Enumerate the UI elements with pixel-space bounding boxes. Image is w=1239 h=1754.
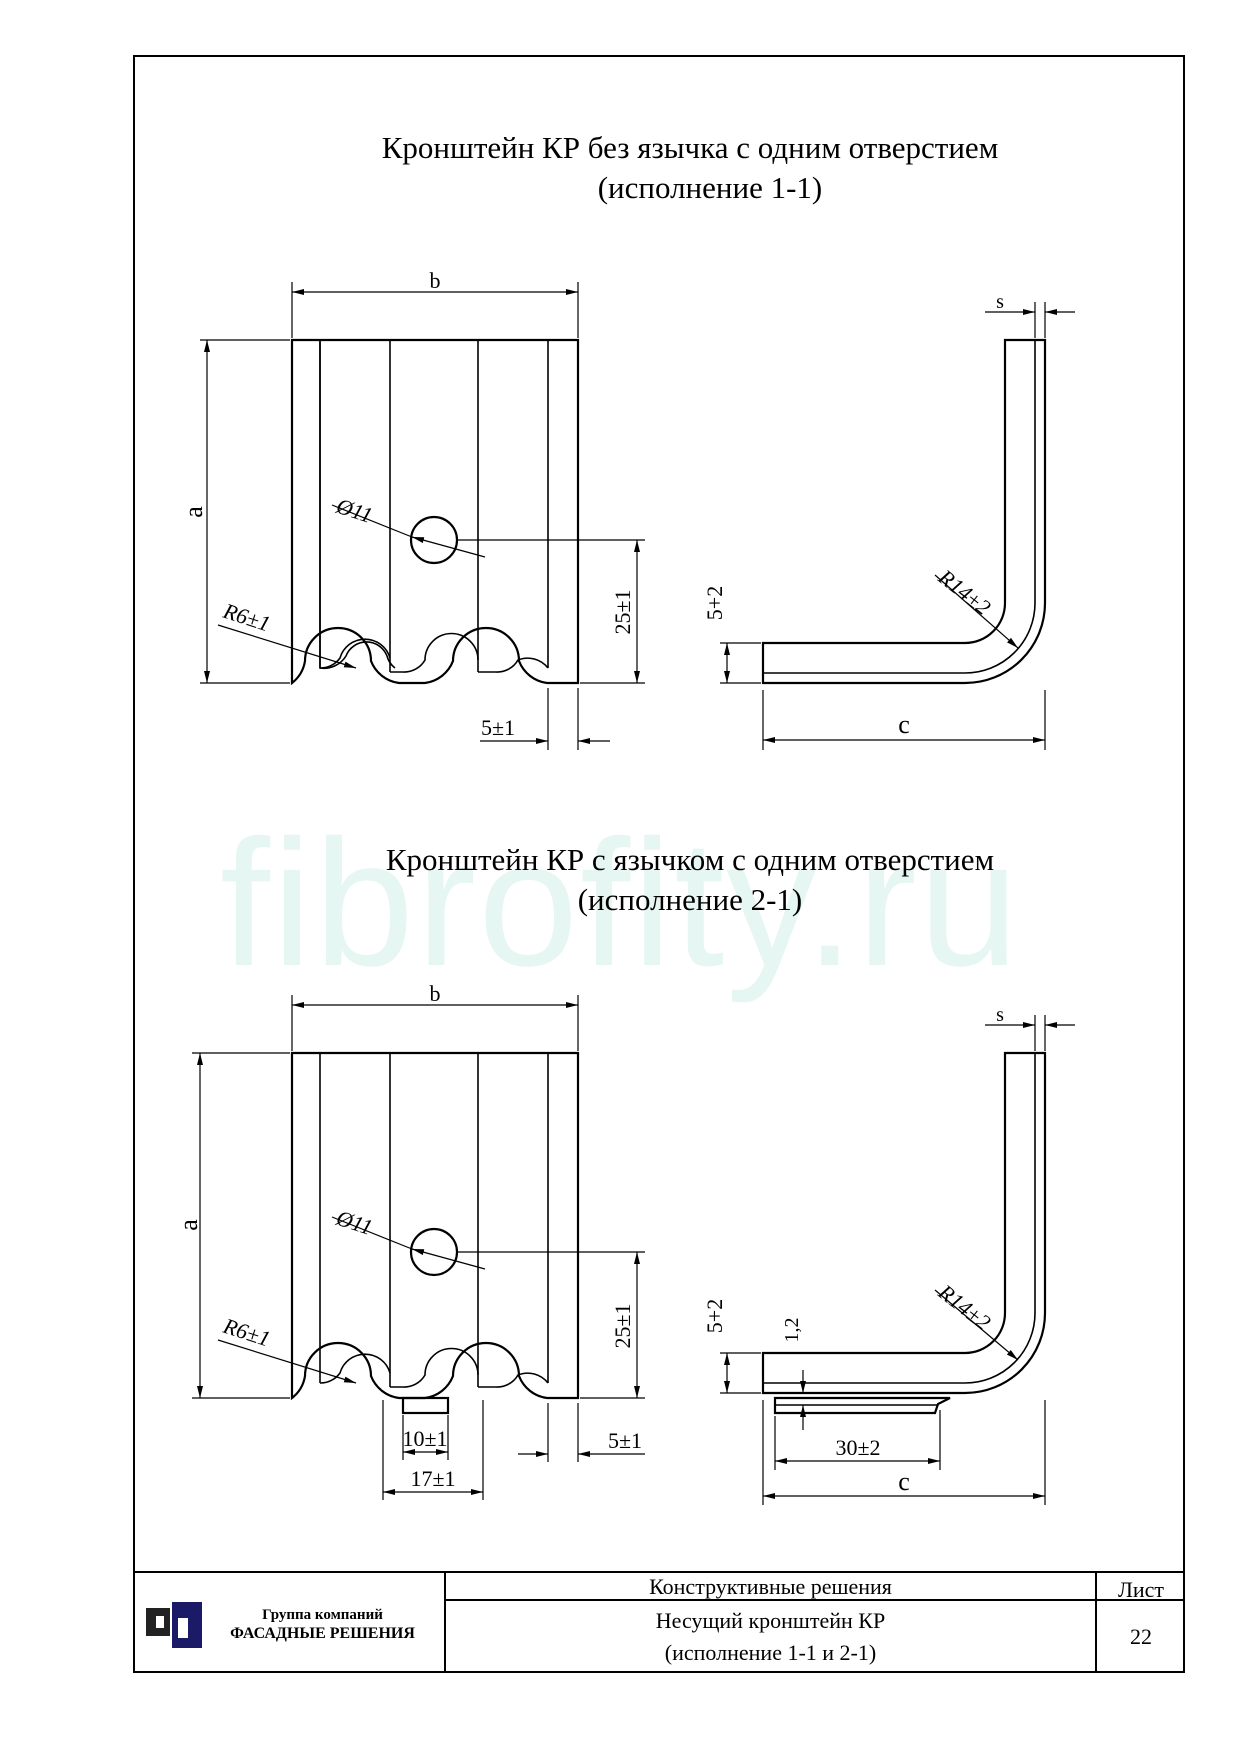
dim-tongue-outer-2: 17±1 [410,1466,455,1491]
dim-flange-1: 5+2 [702,586,727,620]
dim-radius-small-2: R6±1 [220,1313,274,1352]
drawing-1-title-line1: Кронштейн КР без язычка с одним отверсти… [381,130,999,165]
mounting-hole-2 [409,1227,459,1277]
dim-s-1: s [996,291,1004,313]
drawing-2-title-line2: (исполнение 2-1) [577,882,803,917]
drawing-frame [133,55,1185,1673]
dim-b-2: b [430,981,441,1006]
dim-c-1: c [898,710,910,739]
document-title-line1: Несущий кронштейн КР [655,1608,886,1633]
drawing-2-side-dims [720,1015,1075,1505]
dim-edge-1: 5±1 [481,715,515,740]
dim-tongue-gap-2: 1,2 [781,1318,803,1343]
bracket-1-outline [290,338,580,686]
dim-s-2: s [996,1004,1004,1026]
bracket-2-profile [761,1051,1047,1395]
document-title-line2: (исполнение 1-1 и 2-1) [664,1640,877,1665]
title-block-lines [134,1571,1184,1672]
dim-hole-1: Ø11 [333,493,376,528]
dim-b-1: b [430,268,441,293]
dim-hole-height-2: 25±1 [610,1303,635,1348]
bracket-1-inner-profile [319,340,396,670]
dim-radius-small-1: R6±1 [220,598,274,637]
sheet-number: 22 [1130,1624,1152,1649]
drawing-1-title-line2: (исполнение 1-1) [597,170,823,205]
dim-edge-2: 5±1 [608,1428,642,1453]
drawing-2-title: Кронштейн КР с язычком с одним отверстие… [380,840,1000,920]
dim-tongue-len-2: 30±2 [835,1435,880,1460]
tongue-front-2 [401,1396,450,1415]
company-name-line1: Группа компаний [262,1607,383,1623]
drawing-1-side-view [761,338,1047,685]
dim-hole-height-1: 25±1 [610,589,635,634]
drawing-1-side-dims [720,302,1075,750]
drawing-2-front-view [290,1051,580,1415]
dim-c-2: c [898,1467,910,1496]
watermark: fibrofity.ru [220,803,1021,1004]
mounting-hole-1 [409,515,459,565]
drawing-1-title: Кронштейн КР без язычка с одним отверсти… [380,128,1000,208]
section-title: Конструктивные решения [649,1574,892,1599]
dim-a-1: a [179,506,208,518]
drawing-1-front-dims [200,282,645,750]
company-logo-icon [146,1602,202,1648]
dim-hole-2: Ø11 [333,1205,376,1240]
drawing-2-title-line1: Кронштейн КР с язычком с одним отверстие… [385,842,995,877]
company-name-line2: ФАСАДНЫЕ РЕШЕНИЯ [230,1625,415,1642]
dim-radius-bend-1: R14±2 [933,564,995,620]
tongue-side-2 [773,1396,951,1415]
dim-tongue-inner-2: 10±1 [402,1426,447,1451]
drawing-1-front-view [290,338,580,686]
dim-flange-2: 5+2 [702,1299,727,1333]
bracket-1-profile [761,338,1047,685]
dim-radius-bend-2: R14±2 [933,1279,995,1335]
drawing-2-front-dims [192,995,645,1500]
dim-a-2: a [174,1219,203,1231]
drawing-2-side-view [761,1051,1047,1415]
sheet-label: Лист [1117,1577,1165,1602]
